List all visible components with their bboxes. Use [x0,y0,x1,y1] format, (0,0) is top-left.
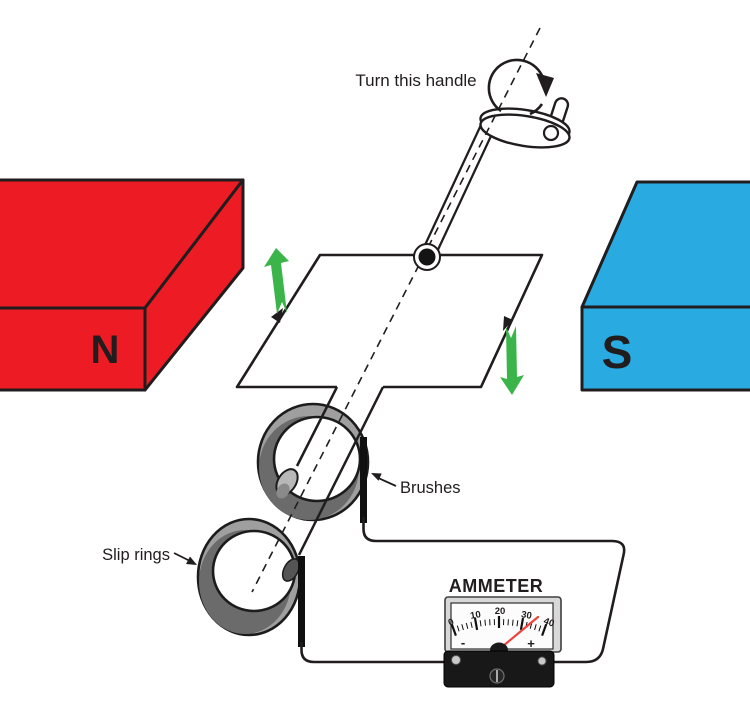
shaft-pivot [413,243,441,271]
turn-handle-label: Turn this handle [355,71,476,90]
dial-plus-sign: + [527,636,535,651]
dial-number-0: 0 [447,617,456,629]
slip-rings-callout: Slip rings [102,546,197,565]
dial-number-40: 40 [542,616,556,630]
brushes-callout-arrowhead [371,473,382,481]
brush-upper [360,437,367,523]
slip-rings-callout-arrowhead [186,556,197,565]
magnet-south-top-face [580,180,750,309]
brushes-label: Brushes [400,479,461,497]
rotation-arrowhead-icon [536,73,554,97]
slip-ring-lower [196,517,302,637]
magnet-south-label: S [602,326,633,378]
dial-minus-sign: - [461,635,465,650]
magnet-south: S [580,180,750,392]
rotation-arrow [487,58,554,116]
loop-lead-wire-1 [295,386,339,467]
slip-ring-upper [256,402,370,522]
motion-arrow-down [500,326,524,395]
slip-ring-upper-terminal-shade [276,483,290,499]
magnet-north-label: N [91,328,120,372]
wire-upper-brush-to-ammeter [362,516,626,664]
crank-handle [479,97,571,149]
magnet-south-front-face [580,305,750,392]
current-arrowhead-right [503,316,513,331]
magnet-north-front-face [0,306,147,392]
dial-number-20: 20 [495,606,506,617]
wire-lower-brush-to-ammeter [300,641,449,664]
rotation-arrow-arc-tail [529,103,544,116]
ammeter-title: AMMETER [449,576,544,596]
loop-lead-wire-2 [297,386,385,556]
crank-plate-hole [542,124,560,142]
current-arrowhead-left [271,308,283,323]
dial-number-30: 30 [520,609,532,622]
dial-number-10: 10 [469,609,481,622]
crank-shaft [419,116,497,265]
ammeter-ticks [450,616,548,636]
ammeter-screw-left [451,655,461,665]
motion-arrow-up [264,248,289,314]
rotation-axis-dashed-line [251,27,541,593]
brush-lower [298,556,305,647]
pivot-dot [418,248,436,266]
shaft-body [421,118,495,263]
ammeter-screw-right [537,656,547,666]
ammeter: AMMETER 0 10 20 30 40 - + [443,576,562,688]
rotation-arrow-arc [487,58,546,113]
slip-rings-label: Slip rings [102,546,170,564]
slip-rings-callout-line [173,552,191,562]
slip-ring-lower-terminal [281,558,301,582]
magnet-north: N [0,178,245,392]
brushes-callout: Brushes [371,473,461,497]
